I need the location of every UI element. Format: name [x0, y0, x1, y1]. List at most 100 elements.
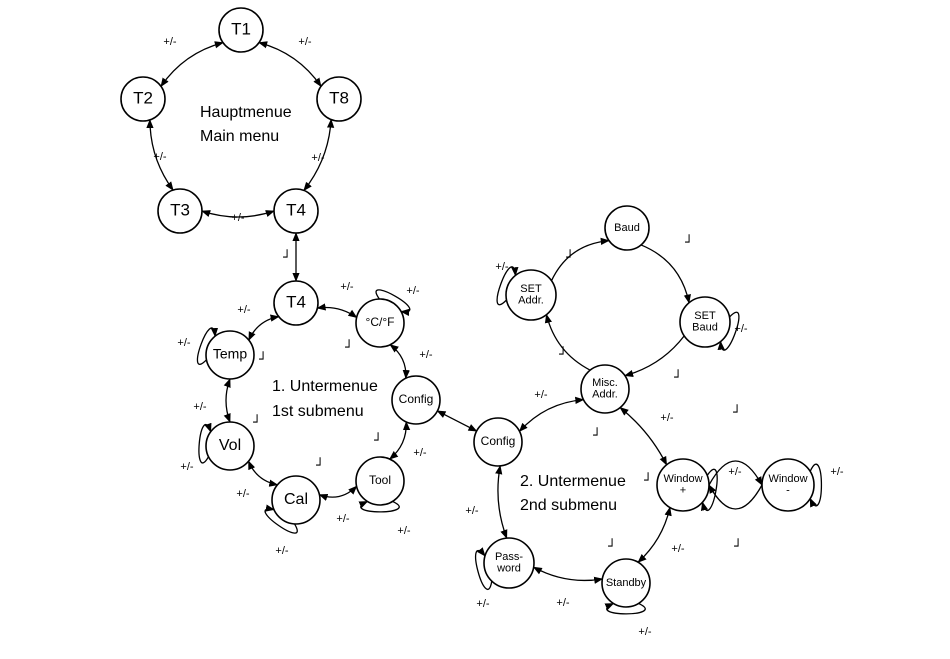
node-label: T4	[286, 200, 306, 219]
enter-standby: ┘	[607, 538, 616, 555]
node-label: Config	[399, 392, 434, 406]
pm-cal-tool: +/-	[336, 513, 349, 525]
pm-t2-t3: +/-	[153, 151, 166, 163]
enter-setbaud: ┘	[673, 369, 682, 386]
node-label: word	[496, 563, 521, 575]
edge-standby-password	[532, 566, 604, 584]
node-circle	[679, 296, 731, 348]
node-label: SET	[520, 283, 542, 295]
node-circle	[157, 188, 203, 234]
node-label: T4	[286, 292, 306, 311]
node-circle	[604, 205, 650, 251]
node-circle	[656, 458, 710, 512]
edge-baud-setbaud	[640, 244, 691, 304]
node-label: T8	[329, 88, 349, 107]
node-label: Addr.	[518, 295, 544, 307]
edge-setbaud-misc	[624, 335, 685, 377]
loop-winplus	[700, 468, 718, 512]
pm-misc-winplus: +/-	[660, 412, 673, 424]
pm-vol-cal: +/-	[236, 488, 249, 500]
node-misc: Misc.Addr.	[580, 364, 630, 414]
node-label: Addr.	[592, 389, 618, 401]
node-label: Baud	[692, 322, 718, 334]
pm-winminus-loop: +/-	[830, 466, 843, 478]
node-t8: T8	[316, 76, 362, 122]
enter-window-bottom: ┘	[733, 538, 742, 555]
pm-t1-t8: +/-	[298, 36, 311, 48]
edge-config2-misc	[518, 396, 585, 433]
node-circle	[391, 375, 441, 425]
node-label: Window	[768, 473, 807, 485]
enter-misc-up: ┘	[558, 346, 567, 363]
node-cal: Cal	[271, 475, 321, 525]
node-circle	[601, 558, 651, 608]
node-label: T2	[133, 88, 153, 107]
node-circle	[473, 417, 523, 467]
node-label: Standby	[606, 577, 647, 589]
main-menu-title-de: Hauptmenue	[200, 104, 292, 121]
edges-layer	[146, 41, 823, 615]
edge-vol-temp	[223, 378, 231, 423]
enter-setaddr: ┘	[565, 249, 574, 266]
edge-cal-vol	[247, 460, 279, 487]
edge-tool-cal	[318, 485, 358, 501]
enter-winplus: ┘	[643, 472, 652, 489]
enter-baud: ┘	[684, 234, 693, 251]
pm-t4-cf: +/-	[340, 281, 353, 293]
node-label: Cal	[284, 491, 308, 508]
loop-cal	[264, 504, 298, 534]
node-label: Misc.	[592, 377, 618, 389]
pm-temp-t4: +/-	[237, 304, 250, 316]
pm-cf-loop: +/-	[406, 285, 419, 297]
node-password: Pass-word	[483, 537, 535, 589]
loop-tool	[358, 500, 400, 513]
node-circle	[273, 280, 319, 326]
submenu1-title-de: 1. Untermenue	[272, 378, 378, 395]
pm-t8-t4: +/-	[311, 152, 324, 164]
node-circle	[271, 475, 321, 525]
submenu1-title-en: 1st submenu	[272, 403, 364, 420]
node-t4main: T4	[273, 188, 319, 234]
node-circle	[205, 421, 255, 471]
node-winplus: Window+	[656, 458, 710, 512]
node-cf: °C/°F	[355, 298, 405, 348]
enter-config: ┘	[373, 432, 382, 449]
node-circle	[218, 7, 264, 53]
edge-t1-t8	[258, 41, 322, 88]
node-temp: Temp	[205, 330, 255, 380]
edge-t8-t4	[303, 118, 335, 192]
pm-setbaud-loop: +/-	[734, 323, 747, 335]
pm-password-standby: +/-	[556, 597, 569, 609]
pm-winplus-standby: +/-	[671, 543, 684, 555]
node-label: Vol	[219, 437, 241, 454]
node-label: SET	[694, 310, 716, 322]
node-config1: Config	[391, 375, 441, 425]
node-t4sub: T4	[273, 280, 319, 326]
node-tool: Tool	[355, 456, 405, 506]
edge-temp-t4	[248, 314, 280, 341]
edge-password-config2	[495, 465, 508, 539]
loop-cf	[375, 289, 411, 316]
node-label: Temp	[213, 346, 247, 362]
node-label: Config	[481, 434, 516, 448]
submenu2-title-de: 2. Untermenue	[520, 473, 626, 490]
loop-vol	[198, 422, 212, 464]
node-label: Pass-	[495, 551, 523, 563]
loop-winminus	[809, 463, 823, 508]
node-vol: Vol	[205, 421, 255, 471]
node-label: Window	[663, 473, 702, 485]
pm-t3-t4: +/-	[231, 212, 244, 224]
edge-t4-cf	[316, 303, 358, 318]
enter-sub1: ┘	[252, 414, 261, 431]
node-t3: T3	[157, 188, 203, 234]
node-label: T1	[231, 19, 251, 38]
node-baud: Baud	[604, 205, 650, 251]
enter-temp: ┘	[258, 351, 267, 368]
node-circle	[355, 298, 405, 348]
edge-winminus-winplus	[708, 484, 763, 510]
node-circle	[483, 537, 535, 589]
pm-cal-loop: +/-	[275, 545, 288, 557]
